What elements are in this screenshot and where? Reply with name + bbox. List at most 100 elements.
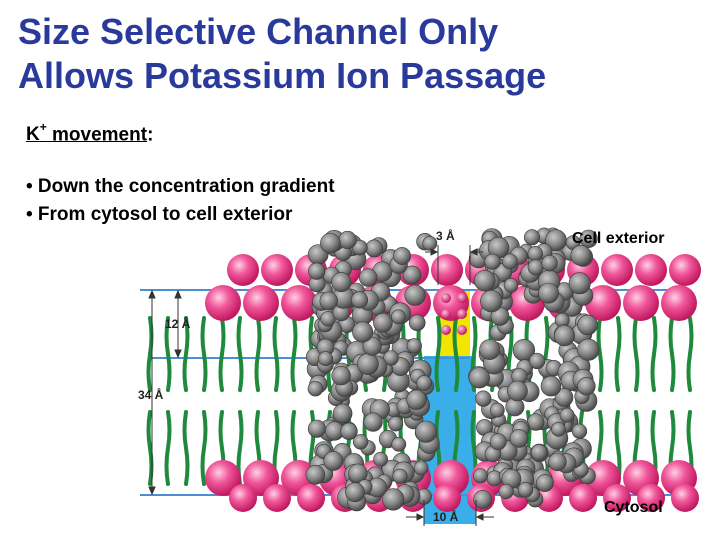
protein-atom bbox=[373, 312, 393, 333]
lipid-headgroup bbox=[569, 484, 597, 512]
protein-atom bbox=[480, 289, 503, 313]
lipid-tail bbox=[686, 316, 694, 392]
lipid-tail bbox=[668, 316, 676, 392]
lipid-headgroup bbox=[297, 484, 325, 512]
lipid-tail bbox=[614, 316, 622, 392]
bullet-item: • Down the concentration gradient bbox=[26, 176, 335, 197]
protein-atom bbox=[332, 403, 353, 424]
lipid-tail bbox=[218, 316, 226, 392]
protein-atom bbox=[479, 339, 501, 360]
protein-atom bbox=[415, 420, 438, 443]
potassium-ions bbox=[441, 293, 467, 335]
protein-atom bbox=[362, 336, 382, 356]
lipid-headgroup bbox=[637, 484, 665, 512]
protein-atom bbox=[307, 381, 324, 397]
lipid-tail bbox=[650, 316, 658, 392]
protein-atom bbox=[528, 352, 546, 370]
ion-charge: + bbox=[39, 120, 47, 134]
lipid-headgroup bbox=[229, 484, 257, 512]
protein-atom bbox=[340, 422, 358, 440]
potassium-ion bbox=[457, 309, 467, 319]
selectivity-length-label: 12 Å bbox=[165, 316, 191, 331]
lipid-tail bbox=[146, 410, 154, 486]
lipid-headgroup bbox=[433, 484, 461, 512]
protein-atom bbox=[509, 429, 529, 448]
protein-atom bbox=[548, 452, 567, 472]
protein-atom bbox=[406, 389, 427, 410]
cell-exterior-label: Cell exterior bbox=[572, 230, 665, 247]
protein-atom bbox=[305, 464, 326, 485]
protein-atom bbox=[348, 463, 368, 483]
protein-atom bbox=[391, 436, 407, 452]
lipid-tail bbox=[164, 410, 172, 486]
protein-atom bbox=[536, 474, 554, 492]
lipid-headgroup bbox=[281, 285, 317, 321]
lipid-headgroup bbox=[603, 484, 631, 512]
lipid-tail bbox=[596, 316, 604, 392]
protein-atom bbox=[554, 388, 574, 407]
protein-atom bbox=[538, 282, 559, 304]
protein-atom bbox=[422, 235, 438, 251]
lipid-headgroup bbox=[261, 254, 293, 286]
potassium-ion bbox=[441, 325, 451, 335]
protein-atom bbox=[577, 314, 598, 336]
protein-atom bbox=[527, 259, 544, 276]
protein-atom bbox=[416, 375, 432, 391]
lipid-headgroup bbox=[243, 285, 279, 321]
lipid-tail bbox=[182, 316, 190, 392]
protein-atom bbox=[472, 468, 488, 484]
lipid-tail bbox=[200, 410, 208, 486]
protein-atom bbox=[579, 229, 598, 248]
protein-atom bbox=[540, 375, 562, 397]
protein-atom bbox=[475, 390, 492, 407]
title-line-2: Allows Potassium Ion Passage bbox=[18, 55, 547, 96]
potassium-ion bbox=[457, 293, 467, 303]
bullet-item: • From cytosol to cell exterior bbox=[26, 204, 293, 225]
protein-atom bbox=[577, 377, 596, 396]
lipid-tail bbox=[272, 316, 280, 392]
protein-atom bbox=[331, 366, 351, 386]
lipid-headgroup bbox=[431, 254, 463, 286]
protein-atom bbox=[489, 433, 507, 451]
potassium-ion bbox=[441, 309, 451, 319]
lipid-headgroup bbox=[205, 285, 241, 321]
protein-atom bbox=[577, 338, 600, 361]
protein-atom bbox=[390, 309, 406, 325]
protein-atom bbox=[568, 272, 591, 295]
lipid-headgroup bbox=[585, 285, 621, 321]
protein-atom bbox=[319, 291, 338, 311]
protein-atom bbox=[559, 407, 575, 423]
protein-atom bbox=[408, 314, 426, 332]
protein-atom bbox=[373, 451, 388, 467]
movement-heading: K+ movement: bbox=[26, 120, 153, 146]
lipid-tail bbox=[434, 316, 442, 392]
protein-atom bbox=[507, 380, 528, 402]
protein-atom bbox=[468, 367, 490, 389]
protein-atom bbox=[473, 489, 493, 509]
protein-atom bbox=[356, 353, 379, 375]
lipid-tail bbox=[632, 316, 640, 392]
lipid-headgroup bbox=[205, 460, 241, 496]
lipid-headgroup bbox=[671, 484, 699, 512]
protein-atom bbox=[413, 460, 429, 476]
protein-atom bbox=[502, 253, 518, 270]
movement-word: movement bbox=[52, 124, 148, 146]
protein-atom bbox=[489, 402, 505, 418]
lipid-headgroup bbox=[623, 285, 659, 321]
protein-atom bbox=[551, 421, 566, 437]
lipid-headgroup bbox=[601, 254, 633, 286]
slide-title: Size Selective Channel Only Allows Potas… bbox=[18, 10, 708, 98]
protein-atom bbox=[553, 325, 575, 347]
protein-atom bbox=[527, 246, 543, 262]
protein-atom bbox=[308, 262, 326, 280]
protein-atom bbox=[523, 229, 540, 246]
lipid-headgroup bbox=[263, 484, 291, 512]
protein-atom bbox=[331, 272, 352, 293]
protein-atom bbox=[382, 488, 405, 511]
protein-atom bbox=[530, 444, 548, 461]
protein-atom bbox=[318, 351, 333, 367]
protein-atom bbox=[393, 247, 412, 265]
protein-atom bbox=[352, 321, 374, 343]
protein-atom bbox=[392, 468, 408, 484]
